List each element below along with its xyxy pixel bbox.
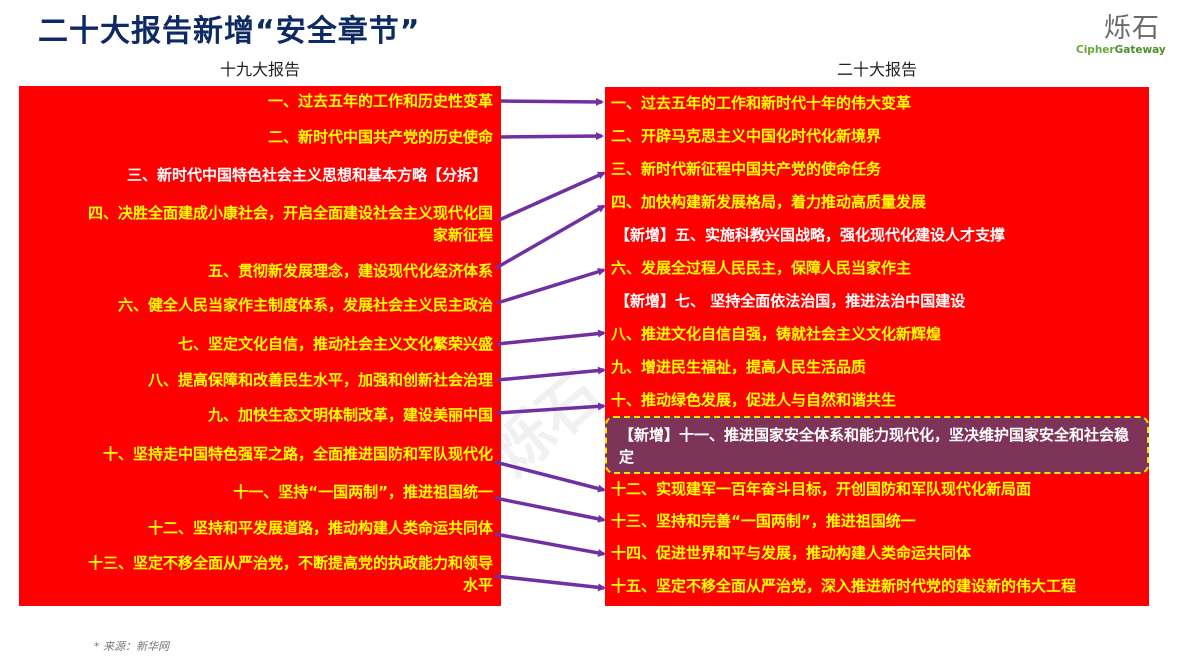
right-item-6: 六、发展全过程人民民主，保障人民当家作主	[611, 259, 912, 277]
left-item-10: 十、坚持走中国特色强军之路，全面推进国防和军队现代化	[102, 445, 493, 463]
new-security-chapter-highlight: 【新增】十一、推进国家安全体系和能力现代化，坚决维护国家安全和社会稳定	[605, 416, 1149, 474]
left-item-1: 一、过去五年的工作和历史性变革	[267, 92, 493, 110]
arrow-l12-r14	[494, 532, 606, 557]
left-item-7: 七、坚定文化自信，推动社会主义文化繁荣兴盛	[177, 335, 493, 353]
left-item-13-line2: 水平	[462, 576, 493, 594]
arrow-l11-r13	[494, 496, 606, 523]
arrow-l2-r2	[500, 132, 604, 141]
arrow-l8-r9	[496, 366, 606, 382]
right-item-2: 二、开辟马克思主义中国化时代化新境界	[611, 127, 882, 145]
right-item-11-new-security: 【新增】十一、推进国家安全体系和能力现代化，坚决维护国家安全和社会稳定	[619, 426, 1130, 466]
left-column-header: 十九大报告	[219, 60, 300, 79]
arrow-l1-r1	[500, 97, 604, 106]
left-item-11: 十一、坚持“一国两制”，推进祖国统一	[233, 483, 493, 501]
right-item-7-new: 【新增】七、 坚持全面依法治国，推进法治中国建设	[615, 292, 966, 310]
right-column-header: 二十大报告	[836, 60, 917, 79]
right-item-8: 八、推进文化自信自强，铸就社会主义文化新辉煌	[611, 325, 942, 343]
right-report-panel: 一、过去五年的工作和新时代十年的伟大变革 二、开辟马克思主义中国化时代化新境界 …	[605, 87, 1149, 606]
logo-chinese-text: 烁石	[1104, 13, 1160, 44]
right-item-12: 十二、实现建军一百年奋斗目标，开创国防和军队现代化新局面	[611, 480, 1032, 498]
logo-english-part1: Cipher	[1076, 44, 1115, 56]
arrow-l13-r15	[494, 574, 606, 592]
arrow-l5-r4	[495, 204, 606, 270]
logo-english-text: CipherGateway	[1076, 44, 1166, 56]
logo: 烁石 CipherGateway	[1076, 13, 1166, 57]
source-note: * 来源：新华网	[94, 640, 169, 653]
right-item-9: 九、增进民生福祉，提高人民生活品质	[611, 358, 867, 376]
right-item-10: 十、推动绿色发展，促进人与自然和谐共生	[611, 391, 897, 409]
right-item-3: 三、新时代新征程中国共产党的使命任务	[611, 160, 882, 178]
arrow-l4-r3	[498, 171, 606, 222]
left-item-13-line1: 十三、坚定不移全面从严治党，不断提高党的执政能力和领导	[87, 554, 493, 572]
arrow-l9-r10	[496, 402, 606, 415]
left-item-12: 十二、坚持和平发展道路，推动构建人类命运共同体	[147, 519, 493, 537]
left-report-panel: 一、过去五年的工作和历史性变革 二、新时代中国共产党的历史使命 三、新时代中国特…	[19, 86, 501, 606]
right-item-14: 十四、促进世界和平与发展，推动构建人类命运共同体	[611, 544, 972, 562]
arrow-l6-r6	[496, 267, 606, 305]
page-title: 二十大报告新增“安全章节”	[38, 14, 421, 49]
left-item-4-line1: 四、决胜全面建成小康社会，开启全面建设社会主义现代化国	[87, 204, 493, 222]
arrow-l10-r12	[494, 460, 606, 493]
logo-english-part2: Gateway	[1114, 44, 1166, 56]
right-item-15: 十五、坚定不移全面从严治党，深入推进新时代党的建设新的伟大工程	[611, 577, 1077, 595]
left-item-2: 二、新时代中国共产党的历史使命	[267, 128, 493, 146]
right-item-13: 十三、坚持和完善“一国两制”，推进祖国统一	[611, 512, 916, 530]
left-item-4-line2: 家新征程	[432, 226, 493, 244]
left-item-6: 六、健全人民当家作主制度体系，发展社会主义民主政治	[117, 296, 493, 314]
left-item-5: 五、贯彻新发展理念，建设现代化经济体系	[207, 262, 493, 280]
right-item-4: 四、加快构建新发展格局，着力推动高质量发展	[611, 193, 927, 211]
left-item-8: 八、提高保障和改善民生水平，加强和创新社会治理	[147, 371, 493, 389]
right-item-5-new: 【新增】五、实施科教兴国战略，强化现代化建设人才支撑	[615, 226, 1006, 244]
left-item-9: 九、加快生态文明体制改革，建设美丽中国	[207, 406, 493, 424]
arrow-l7-r8	[496, 329, 606, 346]
right-item-1: 一、过去五年的工作和新时代十年的伟大变革	[611, 94, 912, 112]
left-item-3: 三、新时代中国特色社会主义思想和基本方略【分拆】	[126, 166, 487, 184]
